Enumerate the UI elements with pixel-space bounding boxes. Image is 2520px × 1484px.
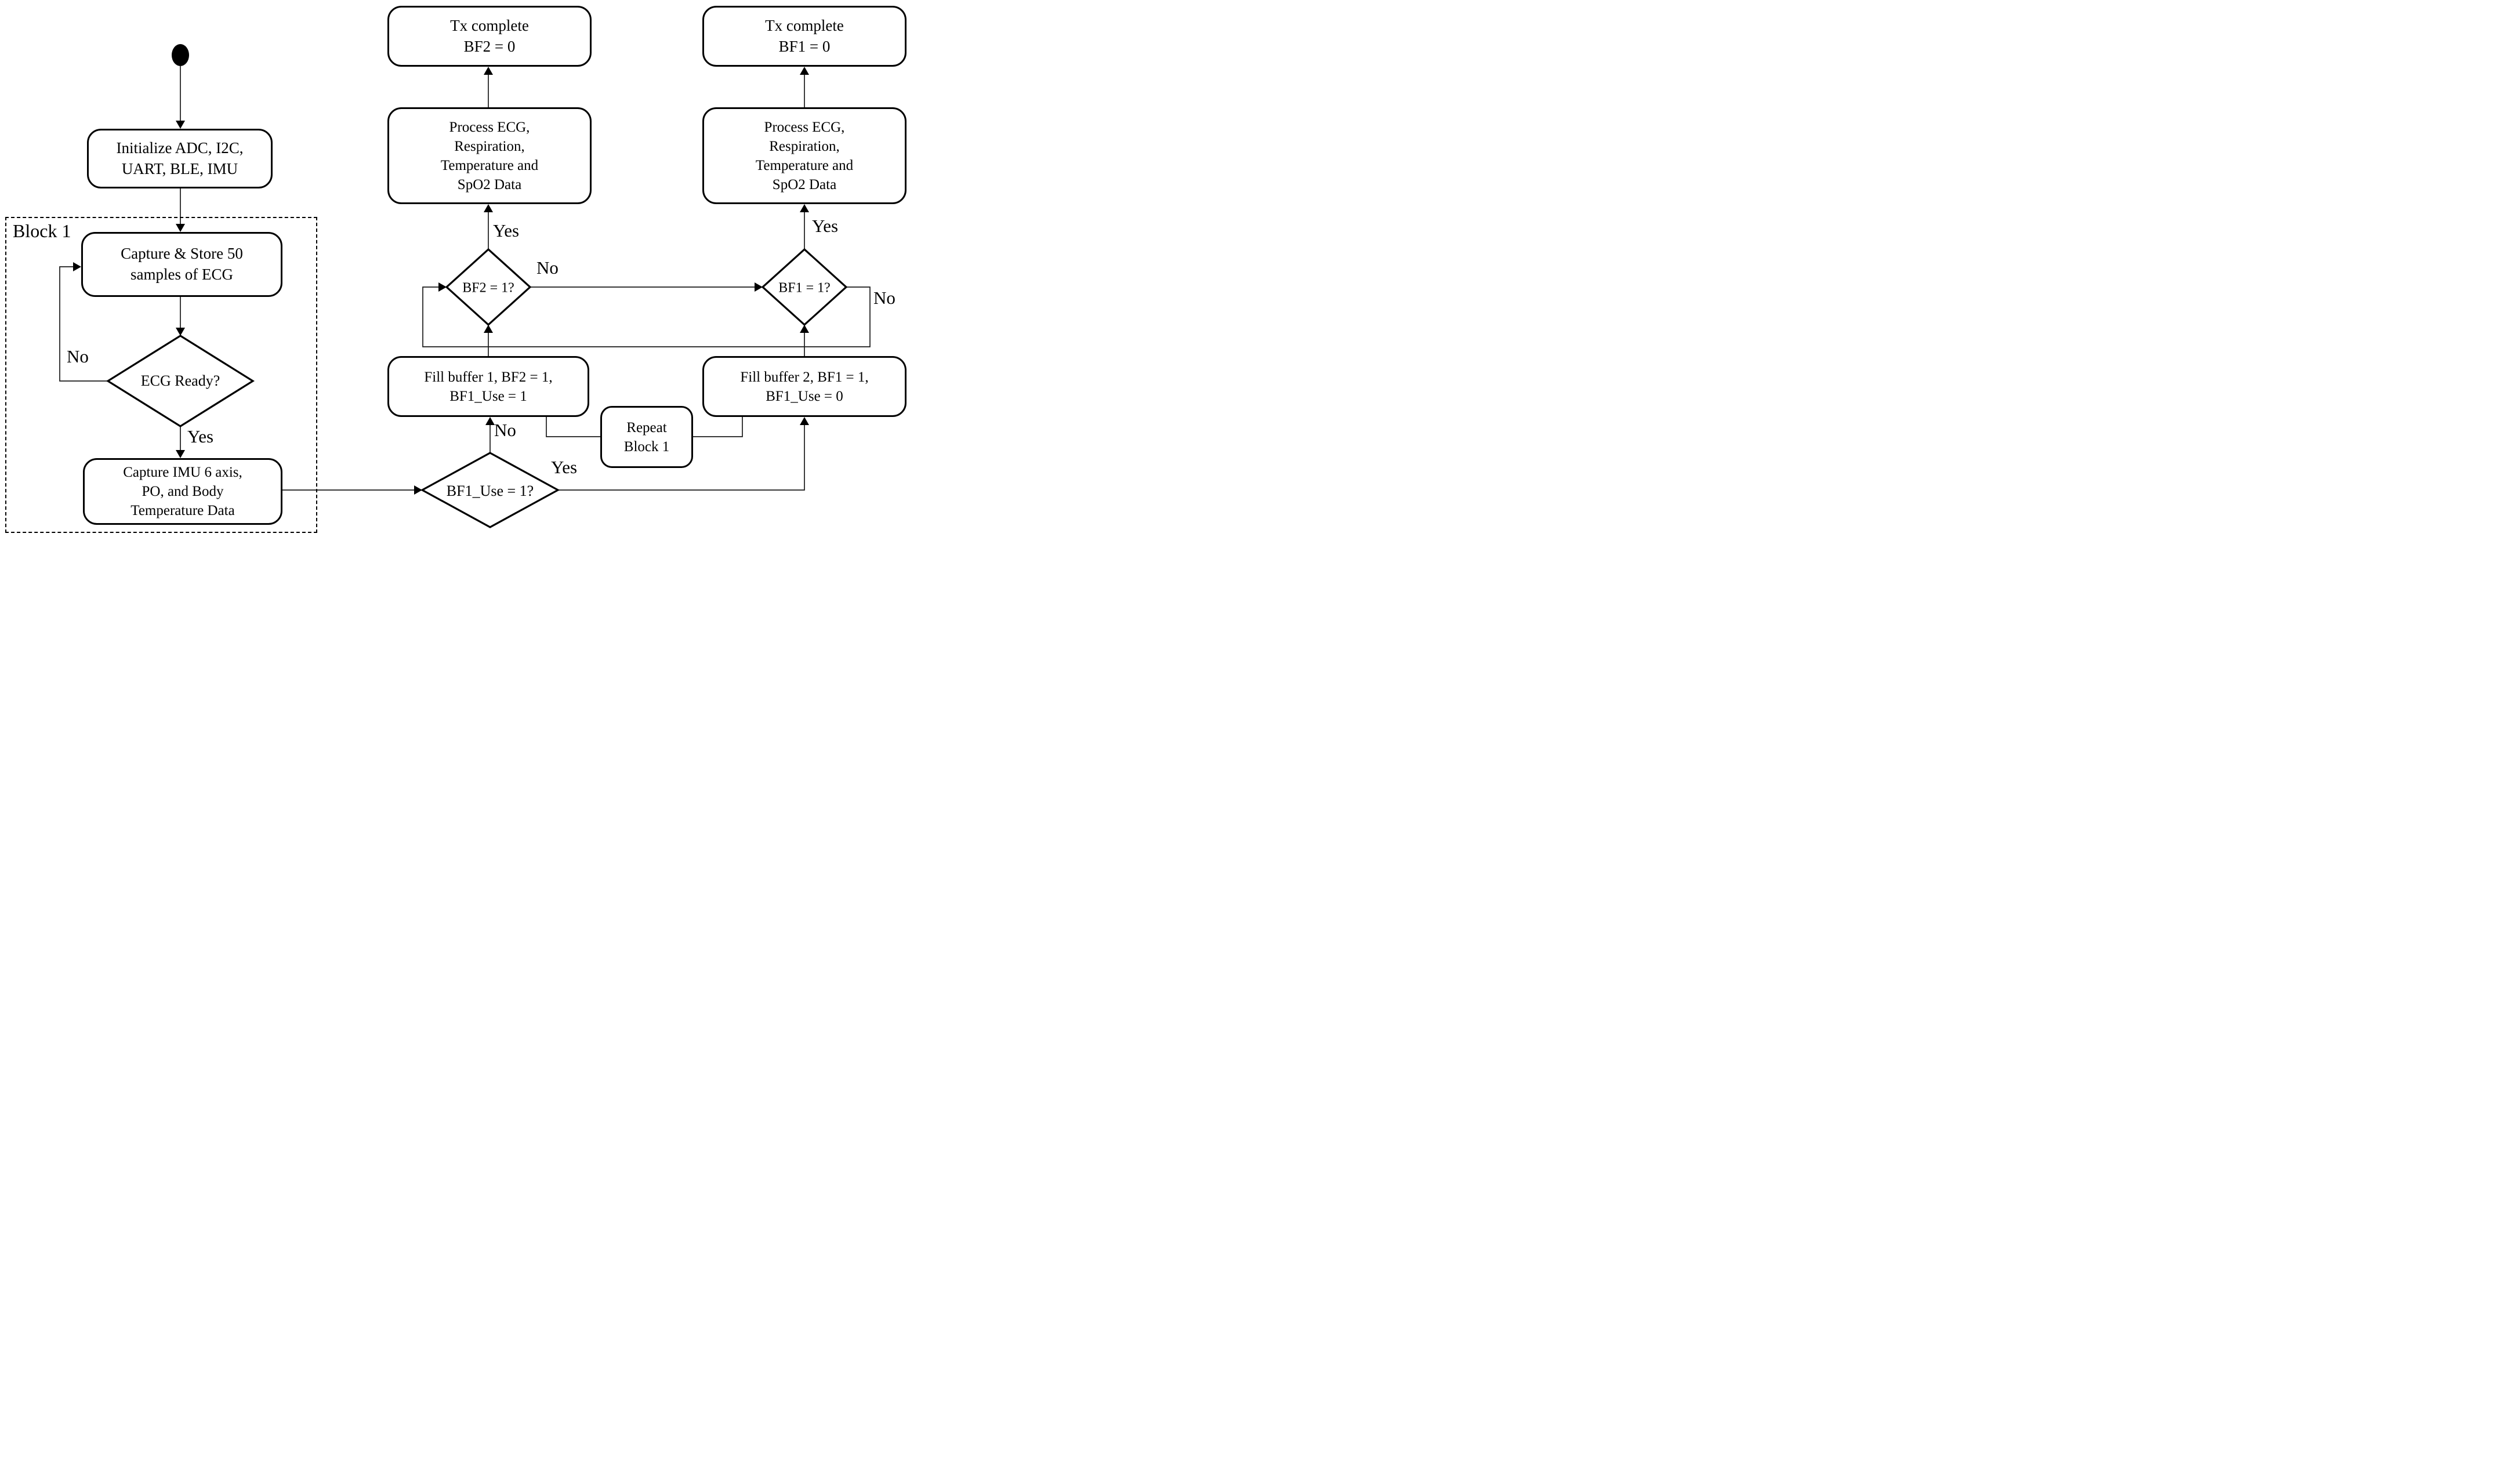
node-tx-complete-bf2-line1: Tx complete bbox=[450, 16, 529, 34]
node-fill-buffer2-line2: BF1_Use = 0 bbox=[766, 388, 843, 404]
node-process-mid-line2: Respiration, bbox=[454, 138, 525, 154]
arrowhead-into-captureimu bbox=[176, 450, 185, 458]
edge-label-bf1-no: No bbox=[873, 288, 895, 308]
node-repeat-block1: Repeat Block 1 bbox=[600, 406, 693, 468]
node-repeat-block1-line1: Repeat bbox=[626, 419, 667, 436]
node-capture-ecg-line2: samples of ECG bbox=[130, 266, 233, 283]
start-state-dot bbox=[172, 44, 189, 66]
arrowhead-into-processright bbox=[800, 204, 809, 212]
edge-label-bf2-no: No bbox=[536, 257, 559, 278]
edge-label-ecg-no: No bbox=[67, 346, 89, 367]
node-process-mid-line1: Process ECG, bbox=[449, 119, 530, 135]
arrowhead-into-processmid bbox=[484, 204, 493, 212]
arrowhead-noloop-into-capture bbox=[73, 262, 81, 271]
arrowhead-into-bf1use bbox=[414, 485, 422, 495]
block1-group-label: Block 1 bbox=[13, 220, 71, 241]
arrowhead-into-init bbox=[176, 121, 185, 129]
node-process-right: Process ECG, Respiration, Temperature an… bbox=[702, 107, 907, 204]
node-process-right-line2: Respiration, bbox=[769, 138, 840, 154]
connector-layer bbox=[59, 44, 871, 528]
decision-bf1use-label: BF1_Use = 1? bbox=[446, 482, 534, 499]
decision-bf1-label: BF1 = 1? bbox=[778, 280, 831, 296]
node-initialize-line2: UART, BLE, IMU bbox=[121, 159, 238, 177]
arrowhead-into-bf2check bbox=[484, 325, 493, 333]
edge-bf1check-no-loop bbox=[422, 286, 871, 347]
node-fill-buffer1: Fill buffer 1, BF2 = 1, BF1_Use = 1 bbox=[387, 356, 589, 417]
node-process-mid: Process ECG, Respiration, Temperature an… bbox=[387, 107, 592, 204]
edge-label-bf2-yes: Yes bbox=[493, 220, 520, 241]
node-initialize: Initialize ADC, I2C, UART, BLE, IMU bbox=[87, 129, 273, 188]
flowchart-canvas: Block 1 Initialize ADC, I2C, UART, BLE, … bbox=[0, 0, 909, 536]
arrowhead-loop-into-bf2check bbox=[438, 282, 447, 292]
node-process-right-line3: Temperature and bbox=[755, 157, 854, 173]
edge-ecgready-no-loop bbox=[59, 266, 108, 382]
decision-bf1use-shape bbox=[420, 452, 560, 528]
node-capture-ecg-line1: Capture & Store 50 bbox=[121, 245, 243, 263]
node-fill-buffer1-line1: Fill buffer 1, BF2 = 1, bbox=[424, 369, 553, 385]
arrowhead-into-capture bbox=[176, 224, 185, 232]
node-process-mid-line3: Temperature and bbox=[440, 157, 539, 173]
arrowhead-into-ecgready bbox=[176, 328, 185, 336]
node-process-right-line4: SpO2 Data bbox=[772, 176, 837, 193]
node-repeat-block1-line2: Block 1 bbox=[623, 438, 670, 455]
edge-label-bf1use-yes: Yes bbox=[551, 457, 578, 477]
block1-group-outline bbox=[5, 217, 317, 533]
node-tx-complete-bf2: Tx complete BF2 = 0 bbox=[387, 6, 592, 67]
edge-repeat-to-fill2 bbox=[693, 417, 743, 437]
node-fill-buffer2-line1: Fill buffer 2, BF1 = 1, bbox=[740, 369, 869, 385]
node-capture-imu-line2: PO, and Body bbox=[142, 484, 224, 499]
node-tx-complete-bf2-line2: BF2 = 0 bbox=[463, 37, 516, 55]
node-fill-buffer1-line2: BF1_Use = 1 bbox=[449, 388, 527, 404]
node-capture-imu: Capture IMU 6 axis, PO, and Body Tempera… bbox=[83, 458, 282, 525]
edge-bf1use-yes bbox=[558, 424, 805, 491]
node-capture-ecg: Capture & Store 50 samples of ECG bbox=[81, 232, 282, 297]
node-tx-complete-bf1-line1: Tx complete bbox=[765, 16, 844, 34]
arrowhead-into-tx1 bbox=[800, 67, 809, 75]
arrowhead-into-bf1check bbox=[800, 325, 809, 333]
edge-label-bf1use-no: No bbox=[494, 420, 516, 440]
edge-label-ecg-yes: Yes bbox=[187, 426, 214, 447]
node-process-right-line1: Process ECG, bbox=[764, 119, 845, 135]
edge-fill1-to-repeat bbox=[546, 417, 600, 437]
decision-ecg-ready-label: ECG Ready? bbox=[140, 372, 220, 389]
arrowhead-no-into-fill1 bbox=[485, 417, 495, 425]
node-capture-imu-line1: Capture IMU 6 axis, bbox=[123, 465, 242, 480]
node-tx-complete-bf1-line2: BF1 = 0 bbox=[778, 37, 831, 55]
edge-label-bf1-yes: Yes bbox=[812, 216, 839, 236]
decision-ecg-ready-shape bbox=[106, 335, 255, 427]
arrowhead-yes-into-fill2 bbox=[800, 417, 809, 425]
node-fill-buffer2: Fill buffer 2, BF1 = 1, BF1_Use = 0 bbox=[702, 356, 907, 417]
node-capture-imu-line3: Temperature Data bbox=[130, 503, 235, 518]
arrowhead-no-into-bf1check bbox=[755, 282, 763, 292]
arrowhead-into-tx2 bbox=[484, 67, 493, 75]
node-tx-complete-bf1: Tx complete BF1 = 0 bbox=[702, 6, 907, 67]
node-initialize-line1: Initialize ADC, I2C, bbox=[116, 139, 244, 157]
decision-bf2-label: BF2 = 1? bbox=[462, 280, 514, 296]
node-process-mid-line4: SpO2 Data bbox=[457, 176, 522, 193]
